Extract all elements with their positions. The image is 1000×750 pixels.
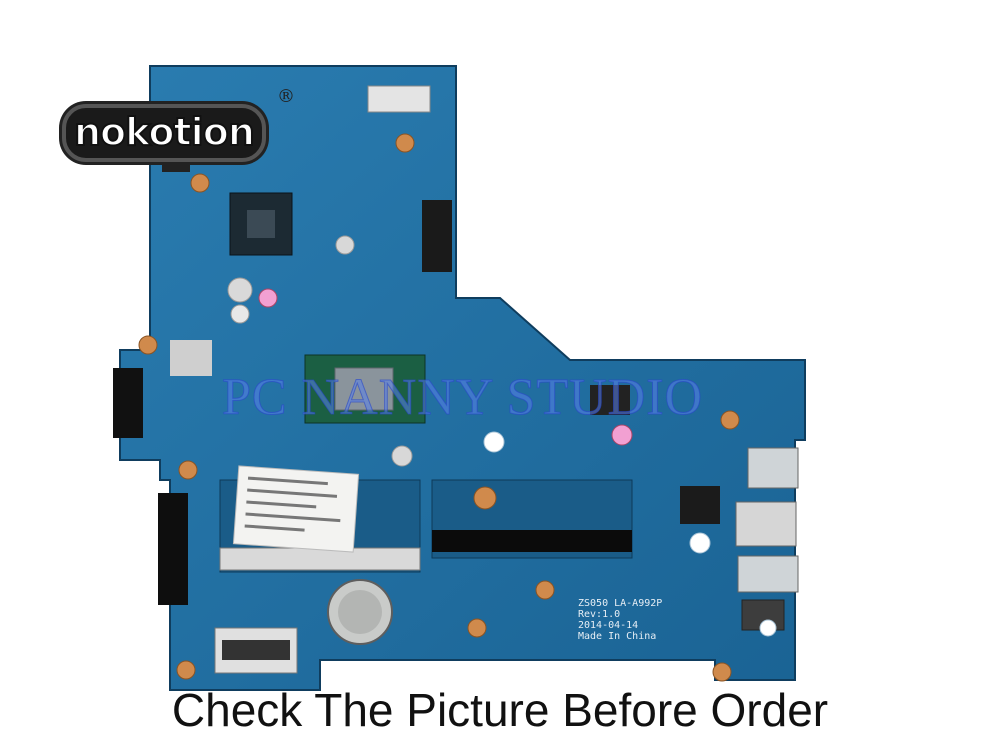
board-silkscreen: ZS050 LA-A992P Rev:1.0 2014-04-14 Made I…: [578, 598, 662, 642]
serial-label: [232, 465, 360, 553]
cpu-chip: [304, 354, 426, 424]
caption: Check The Picture Before Order: [171, 684, 829, 736]
board-revision: Rev:1.0: [578, 609, 621, 620]
odd-connector: [158, 493, 188, 605]
power-connector: [367, 85, 431, 113]
ethernet-port: [735, 501, 797, 547]
memory-slot-2: [431, 479, 633, 559]
brand-logo: nokotion: [62, 104, 266, 162]
watermark: PC NANNY STUDIO: [221, 369, 704, 427]
board-date: 2014-04-14: [578, 620, 639, 631]
logo-text: nokotion: [73, 109, 256, 155]
registered-mark: ®: [277, 86, 295, 107]
sata-connector: [113, 368, 143, 438]
usb-port-2: [737, 555, 799, 593]
board-origin: Made In China: [578, 631, 657, 642]
gpu-chip: [229, 192, 293, 256]
usb-port: [747, 447, 799, 489]
board-model: ZS050 LA-A992P: [578, 598, 663, 609]
